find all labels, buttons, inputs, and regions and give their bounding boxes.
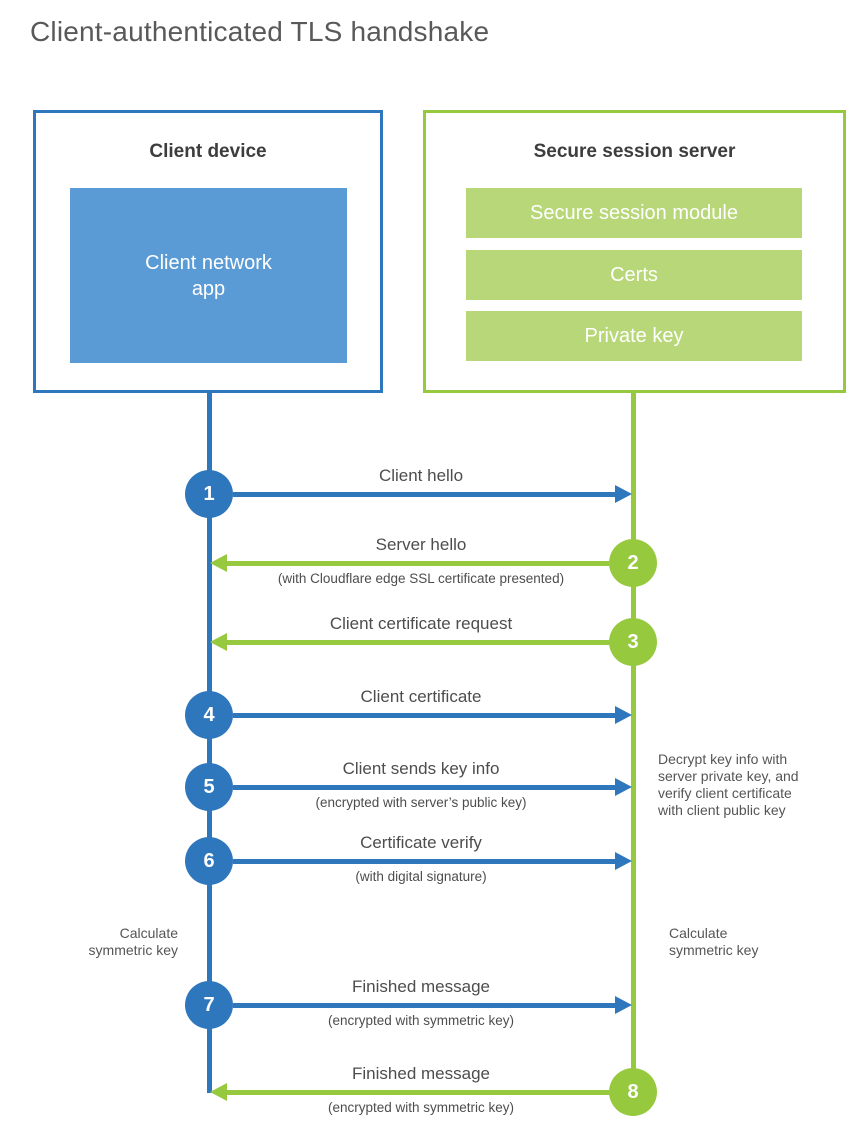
step-6-arrow <box>233 859 616 864</box>
step-8-badge: 8 <box>609 1068 657 1116</box>
step-2-label: Server hello <box>375 535 467 554</box>
step-7-badge: 7 <box>185 981 233 1029</box>
calculate-symmetric-key-client-note: Calculate symmetric key <box>88 925 178 959</box>
step-4-badge: 4 <box>185 691 233 739</box>
step-4-arrow <box>233 713 616 718</box>
arrow-right-icon <box>615 485 632 503</box>
client-device-box: Client device Client network app <box>33 110 383 393</box>
step-3-label: Client certificate request <box>329 614 513 633</box>
step-4-label: Client certificate <box>360 687 482 706</box>
step-6-sublabel: (with digital signature) <box>355 869 487 884</box>
page-title: Client-authenticated TLS handshake <box>30 16 490 47</box>
arrow-right-icon <box>615 706 632 724</box>
step-2-badge: 2 <box>609 539 657 587</box>
server-module-certs: Certs <box>466 250 802 300</box>
server-module-private-key: Private key <box>466 311 802 361</box>
step-1-arrow <box>233 492 616 497</box>
step-7-arrow <box>233 1003 616 1008</box>
step-7-label: Finished message <box>352 977 490 996</box>
step-5-badge: 5 <box>185 763 233 811</box>
secure-session-server-box: Secure session server Secure session mod… <box>423 110 846 393</box>
step-1-label: Client hello <box>378 466 464 485</box>
decrypt-note: Decrypt key info with server private key… <box>658 751 799 819</box>
step-5-sublabel: (encrypted with server’s public key) <box>315 795 527 810</box>
step-6-badge: 6 <box>185 837 233 885</box>
client-device-title: Client device <box>149 141 267 162</box>
secure-session-server-title: Secure session server <box>533 141 736 162</box>
step-8-label: Finished message <box>352 1064 490 1083</box>
step-7-sublabel: (encrypted with symmetric key) <box>327 1013 515 1028</box>
step-8-sublabel: (encrypted with symmetric key) <box>327 1100 515 1115</box>
step-6-label: Certificate verify <box>360 833 482 852</box>
server-module-secure-session: Secure session module <box>466 188 802 238</box>
client-lifeline <box>207 393 212 1093</box>
arrow-left-icon <box>210 1083 227 1101</box>
step-3-arrow <box>227 640 609 645</box>
calculate-symmetric-key-server-note: Calculate symmetric key <box>669 925 759 959</box>
client-network-app-box: Client network app <box>70 188 347 363</box>
arrow-left-icon <box>210 633 227 651</box>
step-5-label: Client sends key info <box>342 759 500 778</box>
arrow-left-icon <box>210 554 227 572</box>
arrow-right-icon <box>615 778 632 796</box>
server-lifeline <box>631 393 636 1093</box>
client-network-app-label: Client network app <box>145 251 272 300</box>
arrow-right-icon <box>615 852 632 870</box>
step-3-badge: 3 <box>609 618 657 666</box>
step-8-arrow <box>227 1090 609 1095</box>
step-2-arrow <box>227 561 609 566</box>
step-1-badge: 1 <box>185 470 233 518</box>
step-5-arrow <box>233 785 616 790</box>
step-2-sublabel: (with Cloudflare edge SSL certificate pr… <box>277 571 565 586</box>
arrow-right-icon <box>615 996 632 1014</box>
